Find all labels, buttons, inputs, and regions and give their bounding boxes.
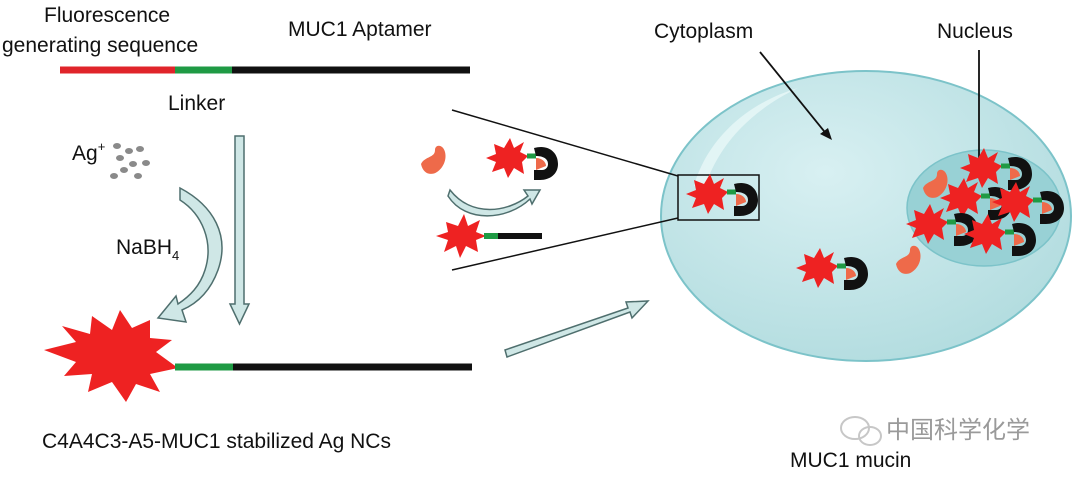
binding-arrow-icon: [447, 188, 542, 217]
cytoplasm-label: Cytoplasm: [654, 20, 753, 43]
right-arrow-icon: [504, 300, 650, 358]
curved-arrow-icon: [156, 186, 223, 323]
aptamer-label: MUC1 Aptamer: [288, 18, 432, 41]
product-label: C4A4C3-A5-MUC1 stabilized Ag NCs: [42, 430, 391, 453]
reductant-text: NaBH: [116, 236, 172, 259]
watermark-text: 中国科学化学: [886, 417, 1030, 444]
cell: [660, 70, 1072, 362]
mucin-label: MUC1 mucin: [790, 449, 911, 472]
reductant-subscript: 4: [172, 248, 179, 263]
aptamer-complex-icon: [486, 138, 558, 180]
silver-ion-dots-icon: [110, 143, 150, 179]
silver-ion-text: Ag: [72, 142, 98, 165]
silver-ion-charge: +: [98, 139, 106, 154]
cytoplasm-arrow: [759, 51, 829, 137]
zoom-line-top: [451, 109, 679, 177]
zoom-line-bottom: [451, 217, 679, 271]
silver-ion-label: Ag+: [72, 139, 105, 165]
fluorescence-label-line2: generating sequence: [2, 34, 198, 57]
reductant-label: NaBH4: [116, 236, 179, 263]
wechat-icon: [840, 416, 882, 446]
nucleus-label: Nucleus: [937, 20, 1013, 43]
down-arrow-icon: [228, 135, 251, 326]
fluorescence-label-line1: Fluorescence: [44, 4, 170, 27]
free-aptamer-probe: [436, 214, 542, 258]
nanocluster-burst-icon: [44, 310, 178, 402]
linker-label: Linker: [168, 92, 225, 115]
zoom-box: [677, 174, 760, 221]
cytoplasm-arrowhead: [820, 128, 832, 140]
mucin-icon: [421, 145, 446, 174]
